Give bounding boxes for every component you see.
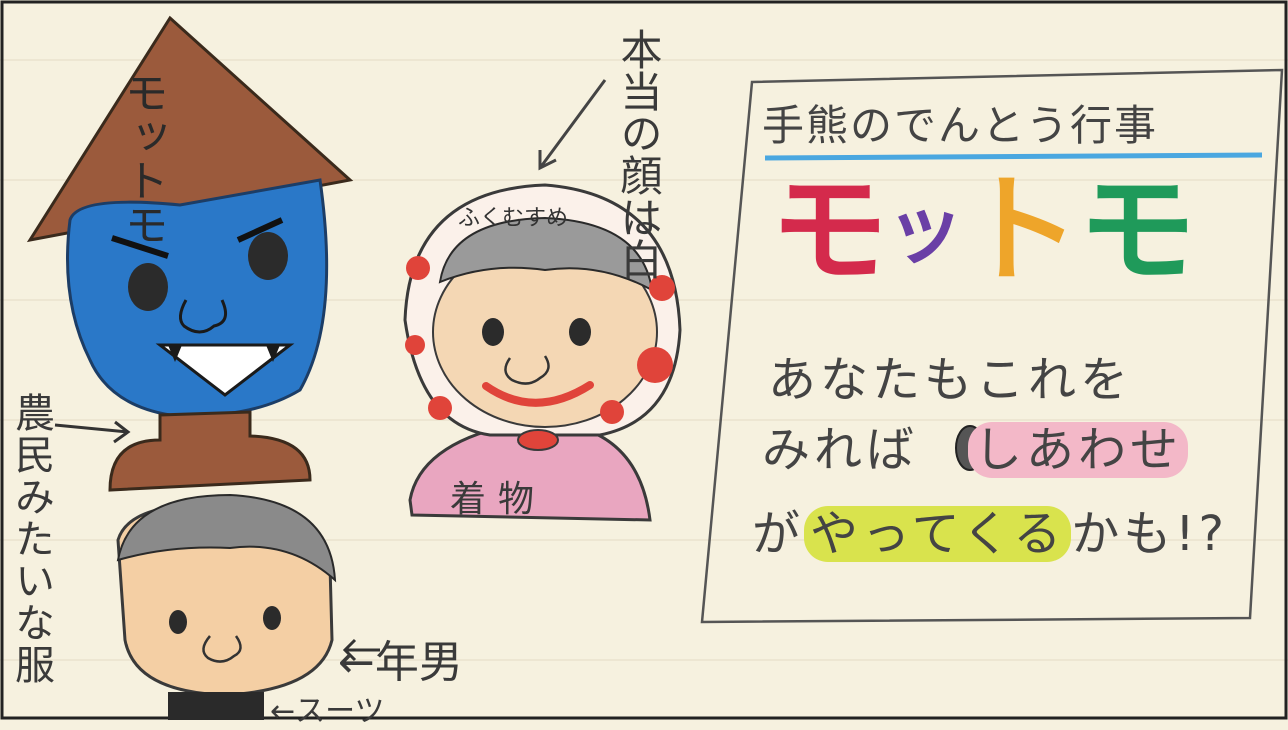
- girl-name-label: ふくむすめ: [458, 206, 569, 231]
- left-brow: [111, 235, 169, 259]
- right-eye: [248, 232, 288, 280]
- panel-title: 手熊のでんとう行事: [762, 101, 1159, 150]
- girl-right-eye: [569, 318, 591, 346]
- arrow-to-boy: [342, 638, 380, 662]
- kimono-label: 着物: [450, 479, 547, 520]
- boy-label: ←年男: [338, 637, 463, 688]
- hood-dot-6: [600, 400, 624, 424]
- title-char-4: モ: [1078, 161, 1196, 299]
- title-char-1: モ: [770, 161, 888, 299]
- suit-label: ←スーツ: [270, 694, 385, 729]
- blue-face: [66, 178, 329, 418]
- mottomo-big-title: モットモ: [770, 161, 1196, 299]
- arrow-to-body: [54, 420, 131, 444]
- hood-dot-2: [405, 335, 425, 355]
- boy-suit: [168, 692, 264, 720]
- message-line-2-pre: みれば: [762, 422, 919, 478]
- right-fang: [266, 345, 280, 362]
- message-line-1: あなたもこれを: [768, 352, 1133, 408]
- hat-label: モットモ: [117, 70, 168, 246]
- girl-nose: [504, 355, 550, 385]
- hood-dot-3: [428, 396, 452, 420]
- girl-mouth: [482, 381, 594, 407]
- title-char-2: ッ: [886, 185, 964, 275]
- boy-right-eye: [263, 606, 281, 630]
- girl-hair: [438, 216, 654, 292]
- title-underline: [764, 152, 1263, 161]
- fukumusume-figure: [403, 183, 682, 522]
- info-panel-border: [700, 68, 1284, 624]
- hood-dot-1: [406, 256, 430, 280]
- boy-nose: [202, 635, 242, 663]
- left-side-label: 農民みたいな服: [8, 392, 54, 686]
- title-char-3: ト: [962, 161, 1080, 299]
- right-brow: [236, 217, 284, 243]
- boy-hair: [116, 493, 337, 583]
- mouth: [155, 343, 295, 397]
- boy-left-eye: [169, 610, 187, 634]
- toshiotoko-figure: [116, 493, 337, 720]
- hood-dot-4: [649, 275, 675, 301]
- message-line-3-pre: が: [752, 506, 805, 562]
- brown-body: [108, 410, 312, 492]
- collar-button: [517, 429, 559, 451]
- left-fang: [168, 345, 182, 362]
- message-line-2: みればしあわせ: [762, 410, 1189, 480]
- girl-left-eye: [482, 318, 504, 346]
- arrow-to-girl: [538, 79, 607, 171]
- message-line-3-post: かも!?: [1071, 506, 1228, 562]
- message-line-3: がやってくるかも!?: [752, 494, 1228, 564]
- happiness-highlight: しあわせ: [968, 422, 1189, 478]
- true-face-note: 本当の顔は白: [614, 28, 663, 280]
- nose: [179, 299, 228, 334]
- left-eye: [128, 263, 168, 311]
- mottomo-figure: [26, 15, 354, 492]
- comes-highlight: やってくる: [804, 506, 1072, 562]
- hood-dot-5: [637, 347, 673, 383]
